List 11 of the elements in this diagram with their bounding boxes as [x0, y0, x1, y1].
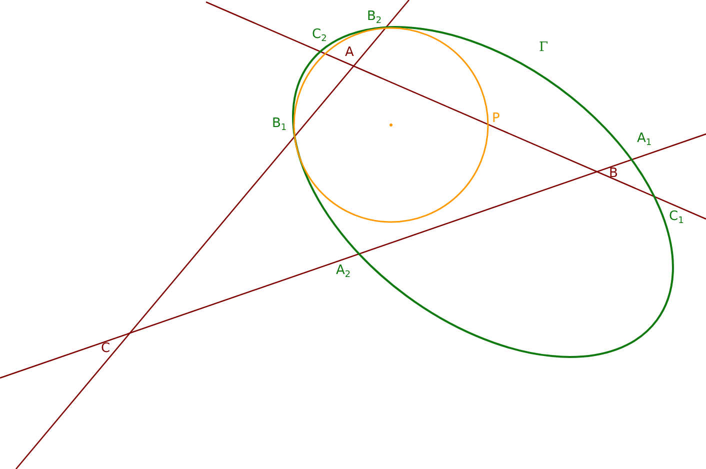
- point-label: P: [492, 112, 500, 125]
- point-label: A$_{1}$: [637, 132, 652, 145]
- point-label: A: [345, 46, 354, 59]
- point-label: B$_{2}$: [367, 10, 382, 23]
- point-label: A$_{2}$: [336, 264, 351, 277]
- point-label: C$_{1}$: [669, 210, 684, 223]
- point-label: C$_{2}$: [312, 28, 327, 41]
- point-label: C: [101, 342, 110, 355]
- point-label: B: [609, 167, 618, 180]
- curve-label: Γ: [539, 41, 548, 54]
- point-label: B$_{1}$: [272, 117, 287, 130]
